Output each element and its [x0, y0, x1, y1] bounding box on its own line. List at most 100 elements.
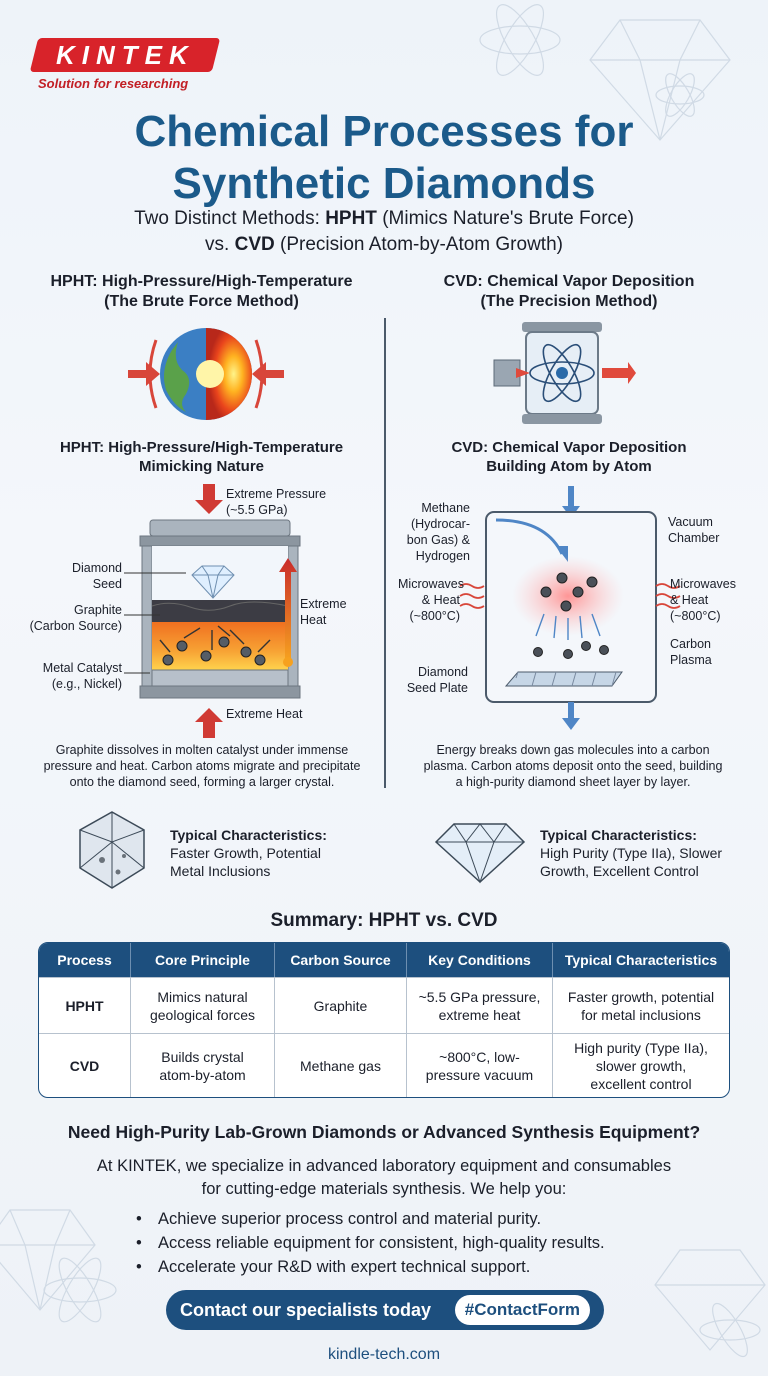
contact-specialists-button[interactable]: Contact our specialists today #ContactFo… — [166, 1290, 604, 1330]
cvd-chamber-atom-icon — [493, 322, 636, 424]
subtitle-text: (Mimics Nature's Brute Force) — [376, 208, 634, 229]
cell-line: High purity (Type IIa), — [574, 1039, 708, 1056]
subtitle-text: vs. — [205, 234, 235, 255]
rough-diamond-icon — [79, 811, 145, 889]
website-link[interactable]: kindle-tech.com — [327, 1346, 441, 1363]
table-header: Core Principle — [131, 943, 275, 977]
desc-line: pressure and heat. Carbon atoms migrate … — [43, 759, 361, 773]
cta-text-line: At KINTEK, we specialize in advanced lab… — [96, 1157, 672, 1175]
label-text: Microwaves — [670, 577, 736, 591]
microwave-wave-icons — [459, 583, 681, 609]
cvd-description: Energy breaks down gas molecules into a … — [392, 742, 754, 790]
desc-line: a high-purity diamond sheet layer by lay… — [455, 775, 691, 789]
contact-form-link[interactable]: #ContactForm — [454, 1295, 590, 1325]
char-line: High Purity (Type IIa), Slower — [540, 845, 723, 861]
label-text: Plasma — [670, 653, 712, 667]
label-text: (~5.5 GPa) — [226, 503, 288, 517]
cvd-subheading-line2: Building Atom by Atom — [486, 458, 652, 475]
label-graphite: Graphite (Carbon Source) — [20, 602, 122, 634]
label-text: (~800°C) — [409, 609, 460, 623]
column-divider — [384, 318, 386, 788]
label-text: Chamber — [668, 531, 720, 545]
char-line: Metal Inclusions — [170, 863, 271, 879]
cell-line: geological forces — [149, 1006, 256, 1023]
label-text: Methane — [421, 501, 470, 515]
label-text: Seed — [92, 577, 122, 591]
hpht-subheading-line2: Mimicking Nature — [138, 458, 265, 475]
table-cell: High purity (Type IIa),slower growth,exc… — [553, 1033, 729, 1097]
cell-line: ~5.5 GPa pressure, — [418, 988, 541, 1005]
label-extreme-pressure: Extreme Pressure(~5.5 GPa) — [226, 486, 326, 518]
label-text: (e.g., Nickel) — [51, 677, 122, 691]
kintek-logo: KINTEK Solution for researching — [26, 38, 221, 91]
cell-line: atom-by-atom — [159, 1066, 246, 1083]
cell-line: excellent control — [590, 1075, 692, 1092]
label-text: Graphite — [74, 603, 122, 617]
table-cell: CVD — [39, 1033, 131, 1097]
subtitle-cvd: CVD — [234, 234, 275, 255]
cvd-subheading: CVD: Chemical Vapor Deposition Building … — [384, 438, 754, 476]
label-text: Extreme — [300, 597, 347, 611]
label-text: bon Gas) & — [406, 533, 470, 547]
label-text: (Carbon Source) — [29, 619, 122, 633]
subtitle-text: (Precision Atom-by-Atom Growth) — [274, 234, 563, 255]
hpht-heading-line1: HPHT: High-Pressure/High-Temperature — [50, 273, 353, 290]
benefits-list: Achieve superior process control and mat… — [132, 1207, 605, 1279]
summary-table: Process Core Principle Carbon Source Key… — [38, 942, 730, 1098]
desc-line: onto the diamond seed, forming a larger … — [69, 775, 335, 789]
label-text: Metal Catalyst — [42, 661, 122, 675]
label-text: Vacuum — [668, 515, 713, 529]
cta-text: At KINTEK, we specialize in advanced lab… — [0, 1155, 768, 1201]
table-cell: Methane gas — [275, 1033, 407, 1097]
cell-line: Faster growth, potential — [567, 988, 715, 1005]
label-text: (~800°C) — [670, 609, 721, 623]
char-line: Faster Growth, Potential — [170, 845, 321, 861]
label-text: Hydrogen — [415, 549, 470, 563]
label-metal-catalyst: Metal Catalyst (e.g., Nickel) — [14, 660, 122, 692]
list-item: Achieve superior process control and mat… — [132, 1207, 605, 1231]
table-cell: Graphite — [275, 977, 407, 1033]
title-line-2: Synthetic Diamonds — [172, 159, 596, 208]
cvd-heading-line2: (The Precision Method) — [480, 293, 658, 310]
label-extreme-heat-bottom: Extreme Heat — [226, 707, 303, 721]
hpht-press-diagram — [139, 484, 301, 738]
label-text: Microwaves — [398, 577, 464, 591]
cvd-characteristics: Typical Characteristics: High Purity (Ty… — [540, 826, 722, 880]
table-cell: ~800°C, low-pressure vacuum — [407, 1033, 553, 1097]
subtitle-hpht: HPHT — [325, 208, 377, 229]
list-item: Accelerate your R&D with expert technica… — [132, 1255, 605, 1279]
cvd-heading-line1: CVD: Chemical Vapor Deposition — [443, 273, 695, 290]
summary-title: Summary: HPHT vs. CVD — [270, 910, 498, 931]
cell-line: Mimics natural — [157, 988, 248, 1005]
table-cell: ~5.5 GPa pressure,extreme heat — [407, 977, 553, 1033]
cell-line: for metal inclusions — [581, 1006, 701, 1023]
table-header: Typical Characteristics — [553, 943, 729, 977]
heat-arrow-icon — [279, 558, 297, 667]
cell-line: slower growth, — [595, 1057, 687, 1074]
contact-button-label: Contact our specialists today — [180, 1300, 432, 1320]
title-line-1: Chemical Processes for — [134, 107, 634, 156]
label-leader-lines — [124, 572, 186, 674]
table-header-row: Process Core Principle Carbon Source Key… — [39, 943, 729, 977]
hpht-heading-line2: (The Brute Force Method) — [104, 293, 299, 310]
cvd-subheading-line1: CVD: Chemical Vapor Deposition — [451, 439, 687, 456]
cell-line: extreme heat — [438, 1006, 521, 1023]
table-header: Process — [39, 943, 131, 977]
label-methane: Methane(Hydrocar-bon Gas) &Hydrogen — [406, 500, 470, 564]
label-text: Carbon — [670, 637, 711, 651]
cvd-chamber-diagram — [485, 486, 657, 730]
label-text: & Heat — [421, 593, 460, 607]
page-title: Chemical Processes for Synthetic Diamond… — [0, 106, 768, 210]
hpht-characteristics: Typical Characteristics: Faster Growth, … — [170, 826, 327, 880]
char-line: Growth, Excellent Control — [540, 863, 699, 879]
cell-line: ~800°C, low- — [439, 1048, 520, 1065]
char-title: Typical Characteristics: — [540, 827, 697, 843]
hpht-heading: HPHT: High-Pressure/High-Temperature (Th… — [14, 272, 389, 312]
